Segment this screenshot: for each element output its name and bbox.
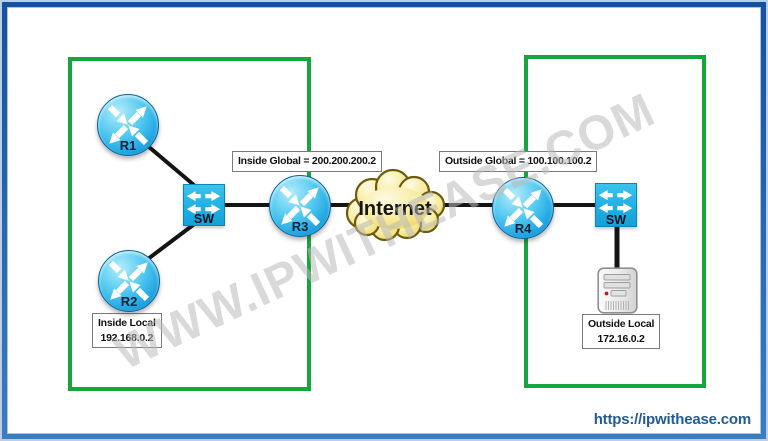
- router-r3-label: R3: [291, 219, 309, 234]
- internet-cloud-icon: Internet: [345, 168, 446, 242]
- inside-local-ip: 192.168.0.2: [100, 331, 154, 344]
- router-r3: R3: [269, 175, 331, 237]
- inside-local-title: Inside Local: [98, 317, 156, 329]
- outside-global-text: Outside Global = 100.100.100.2: [445, 155, 592, 167]
- router-r4-label: R4: [514, 221, 532, 236]
- switch-inside-label: SW: [193, 212, 215, 226]
- server-icon: [597, 267, 638, 314]
- inside-local-label: Inside Local 192.168.0.2: [92, 313, 162, 348]
- outside-local-label: Outside Local 172.16.0.2: [582, 314, 661, 349]
- site-url-link[interactable]: https://ipwithease.com: [593, 411, 751, 428]
- router-r1: R1: [97, 94, 159, 156]
- internet-label: Internet: [358, 198, 432, 220]
- router-r4: R4: [492, 177, 554, 239]
- outside-local-ip: 172.16.0.2: [597, 332, 645, 345]
- switch-outside: SW: [595, 183, 637, 227]
- switch-outside-label: SW: [605, 213, 627, 227]
- outside-local-title: Outside Local: [588, 318, 655, 330]
- router-r2-label: R2: [120, 294, 138, 309]
- outside-global-label: Outside Global = 100.100.100.2: [439, 151, 598, 172]
- switch-inside: SW: [183, 184, 225, 226]
- router-r2: R2: [98, 250, 160, 312]
- router-r1-label: R1: [119, 138, 137, 153]
